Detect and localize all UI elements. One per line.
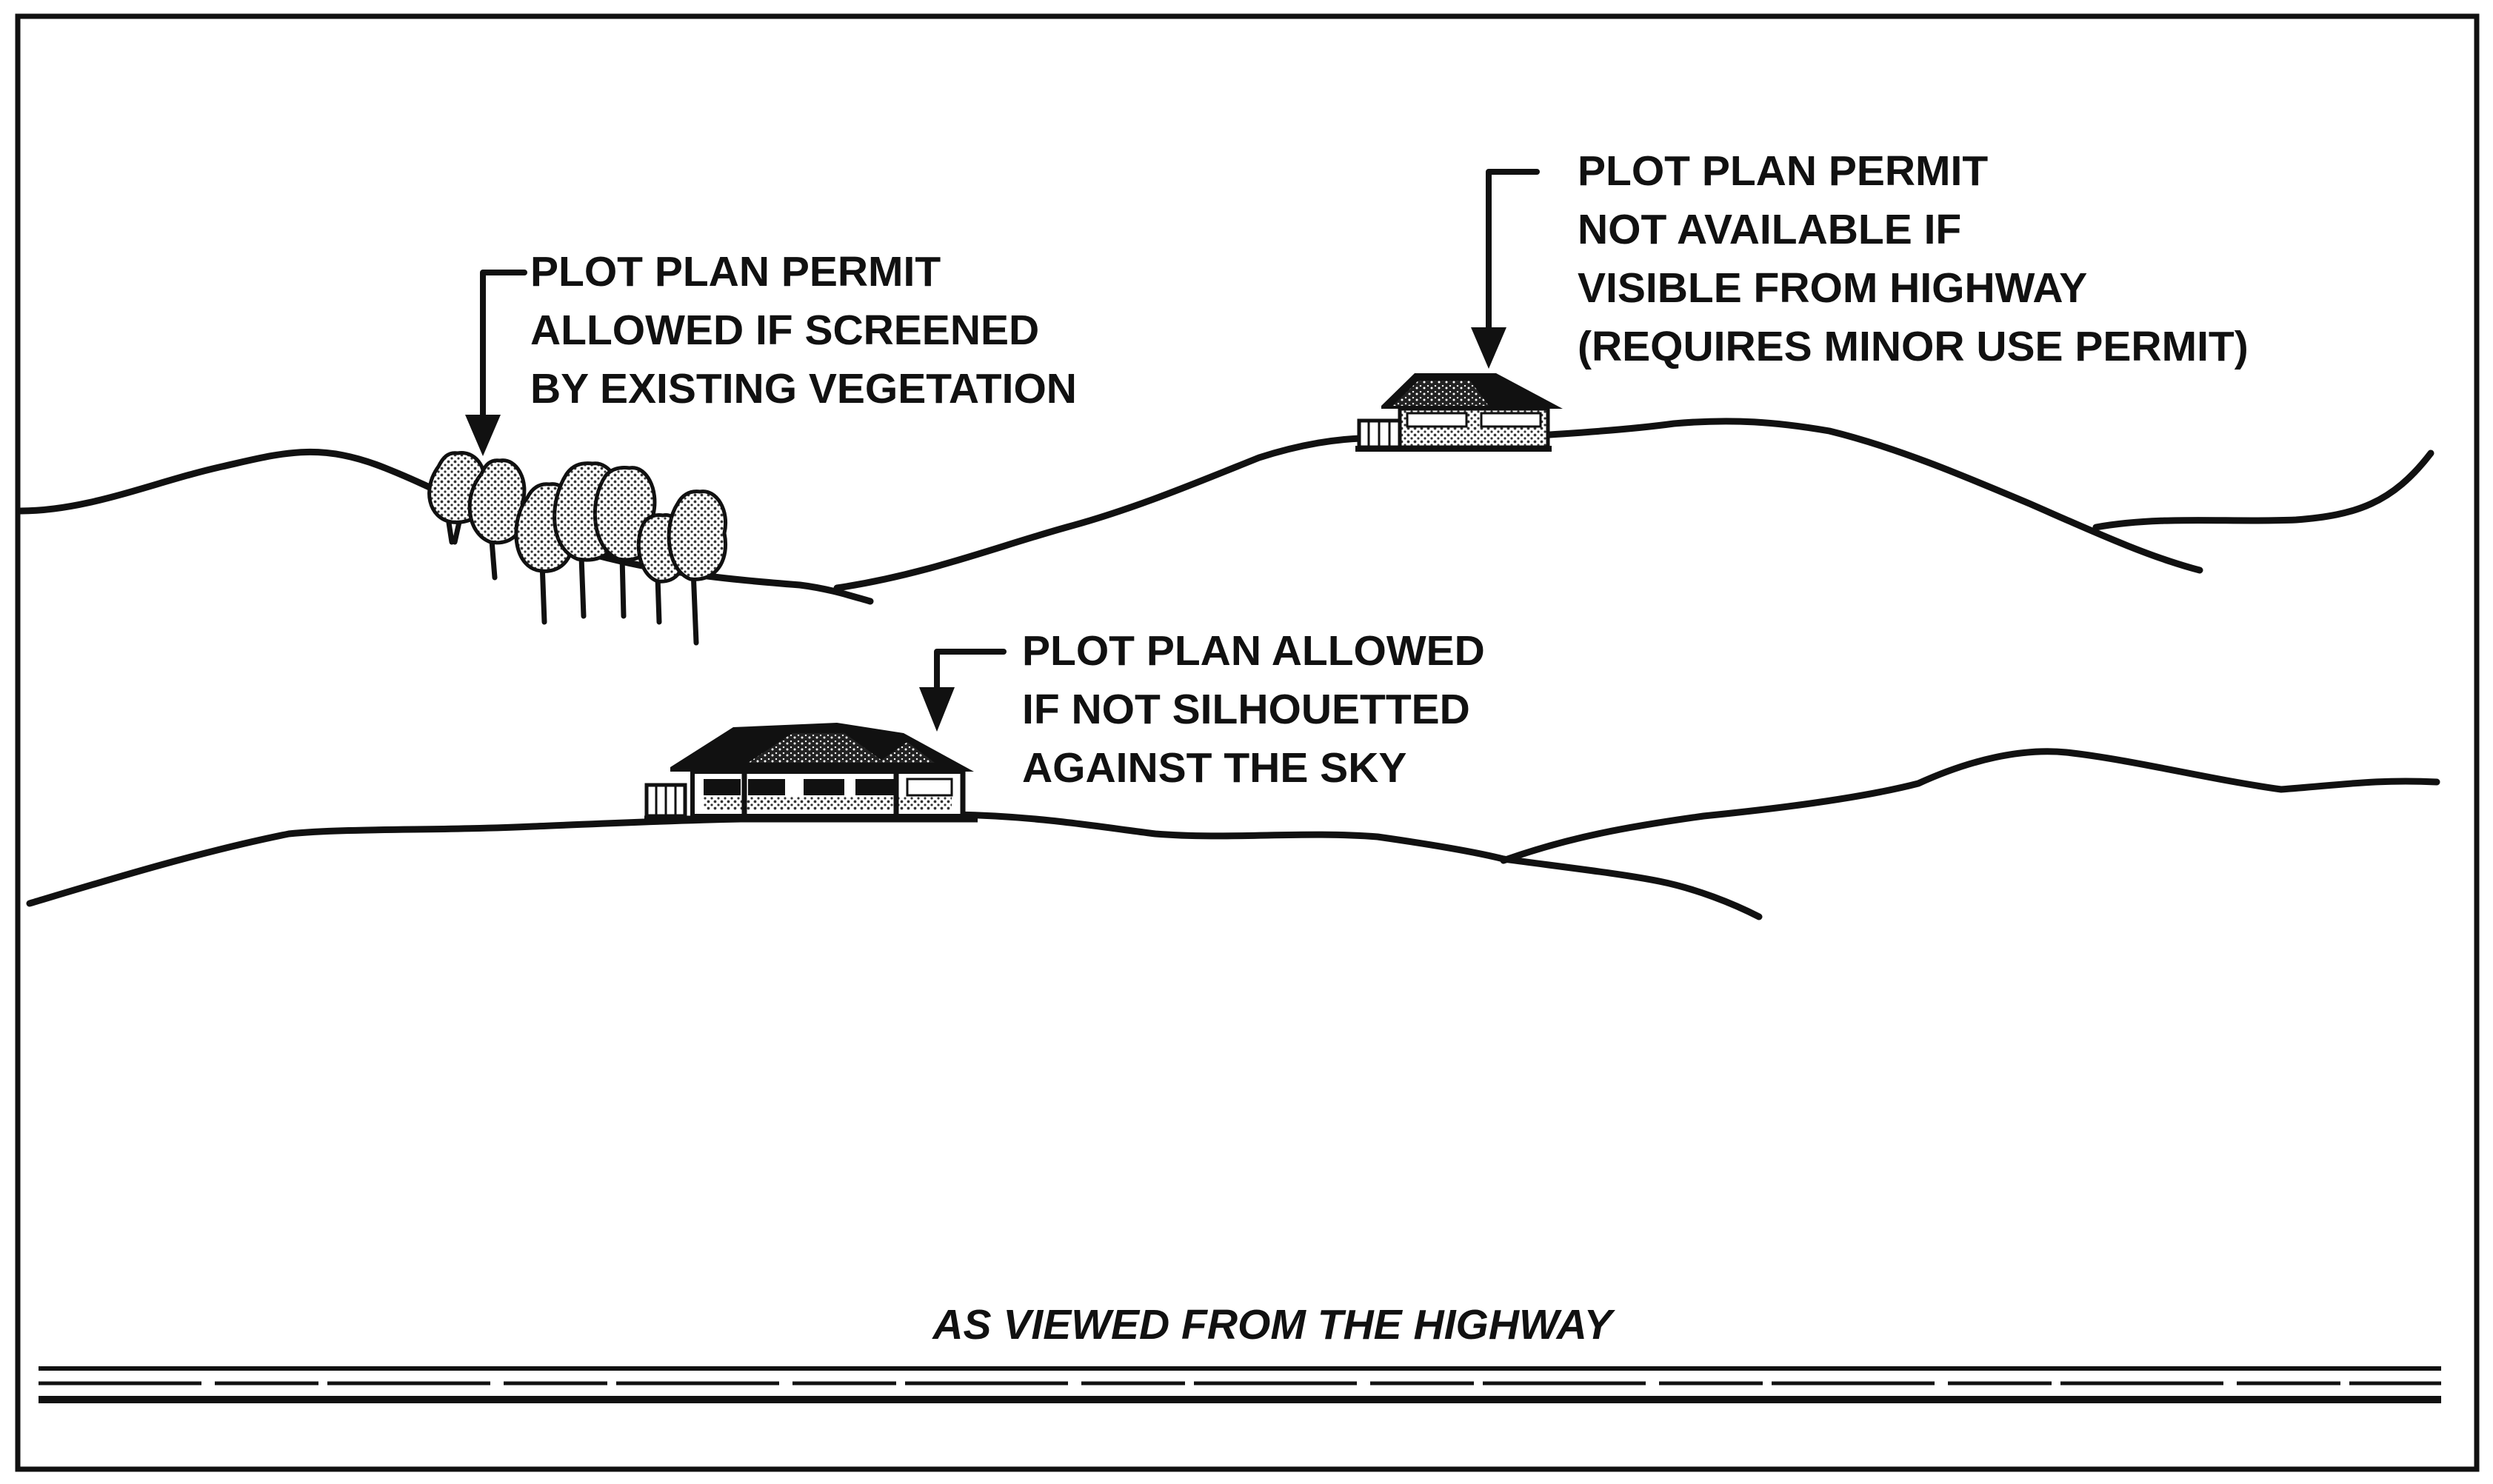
callout-vegetation-line-1: PLOT PLAN PERMIT: [530, 248, 941, 295]
callout-vegetation-line-2: ALLOWED IF SCREENED: [530, 307, 1039, 354]
highway: [39, 1366, 2441, 1403]
ridge-house: [1355, 373, 1563, 452]
callout-lower-house-line-3: AGAINST THE SKY: [1022, 744, 1406, 792]
arrow-lower-house: [919, 649, 1007, 732]
figure-border: [15, 13, 2480, 1472]
near-ridge-right-line: [1500, 748, 2440, 864]
arrow-ridge-house: [1471, 169, 1540, 369]
vegetation-trees: [427, 451, 727, 646]
lower-house: [644, 723, 978, 823]
callout-vegetation-text: PLOT PLAN PERMIT ALLOWED IF SCREENED BY …: [530, 248, 1077, 412]
callout-ridge-house-line-1: PLOT PLAN PERMIT: [1578, 147, 1988, 195]
callout-lower-house-line-2: IF NOT SILHOUETTED: [1022, 686, 1470, 733]
callout-ridge-house-line-2: NOT AVAILABLE IF: [1578, 206, 1961, 253]
callout-vegetation-line-3: BY EXISTING VEGETATION: [530, 365, 1077, 412]
tree: [667, 489, 727, 646]
callout-ridge-house-line-4: (REQUIRES MINOR USE PERMIT): [1578, 323, 2249, 370]
caption: AS VIEWED FROM THE HIGHWAY: [931, 1301, 1615, 1348]
callout-ridge-house-text: PLOT PLAN PERMIT NOT AVAILABLE IF VISIBL…: [1578, 147, 2249, 370]
far-ridge-right-line: [2092, 449, 2434, 531]
callout-lower-house-line-1: PLOT PLAN ALLOWED: [1022, 627, 1485, 675]
arrow-vegetation: [465, 270, 527, 456]
near-hills: [26, 748, 2440, 920]
near-ridge-left-line: [26, 811, 1763, 920]
callout-ridge-house-line-3: VISIBLE FROM HIGHWAY: [1578, 264, 2087, 312]
far-hills: [17, 418, 2434, 605]
callout-lower-house-text: PLOT PLAN ALLOWED IF NOT SILHOUETTED AGA…: [1022, 627, 1497, 792]
